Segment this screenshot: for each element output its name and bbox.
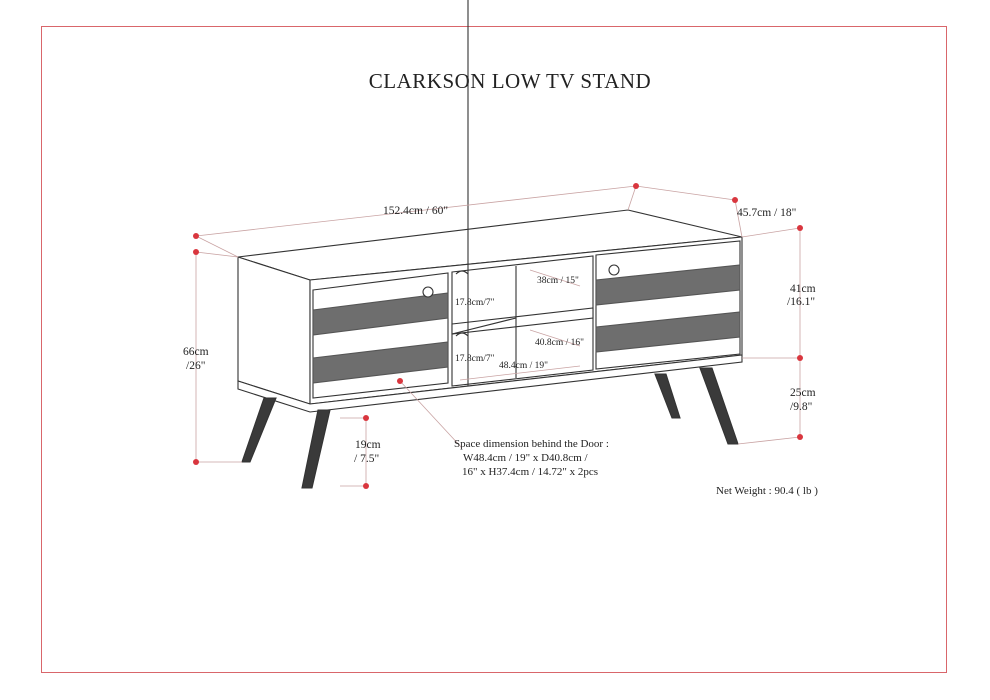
left-slat-1 [312,292,449,336]
door-space-line-3: 16" x H37.4cm / 14.72" x 2pcs [462,466,598,478]
drawing-frame [41,26,947,673]
right-door-handle [608,264,620,276]
total-height-in: /26" [186,360,205,372]
lower-opening-label: 17.8cm/7" [455,354,495,364]
body-height-in: /16.1" [787,296,815,308]
leg-height-in: /9.8" [790,401,812,413]
dimension-lines [195,185,801,487]
clearance-in: / 7.5" [354,453,379,465]
door-space-line-1: Space dimension behind the Door : [454,438,609,450]
door-space-line-2: W48.4cm / 19" x D40.8cm / [463,452,588,464]
right-slat-2 [595,311,741,353]
front-face [237,256,311,405]
leg-front-left [301,409,331,489]
right-slat-1 [595,264,741,306]
upper-opening-label: 17.8cm/7" [455,298,495,308]
shelf-depth-label: 38cm / 15" [537,276,579,286]
diagram-title: CLARKSON LOW TV STAND [369,69,651,93]
leg-front-right [699,367,739,445]
leg-back-right [654,373,681,419]
depth-label: 45.7cm / 18" [737,207,796,219]
bottom-rail [237,354,743,413]
body-height-cm: 41cm [790,283,816,295]
tv-stand-drawing [237,0,743,489]
inner-depth-label: 40.8cm / 16" [535,338,584,348]
width-label: 152.4cm / 60" [383,205,448,217]
left-slat-2 [312,341,449,384]
inner-width-label: 48.4cm / 19" [499,361,548,371]
leg-height-cm: 25cm [790,387,816,399]
net-weight-label: Net Weight : 90.4 ( lb ) [716,485,818,497]
middle-shelf [451,307,594,335]
leg-back-left [241,397,277,463]
clearance-cm: 19cm [355,439,381,451]
dimension-points [193,183,803,489]
total-height-cm: 66cm [183,346,209,358]
left-door-handle [422,286,434,298]
